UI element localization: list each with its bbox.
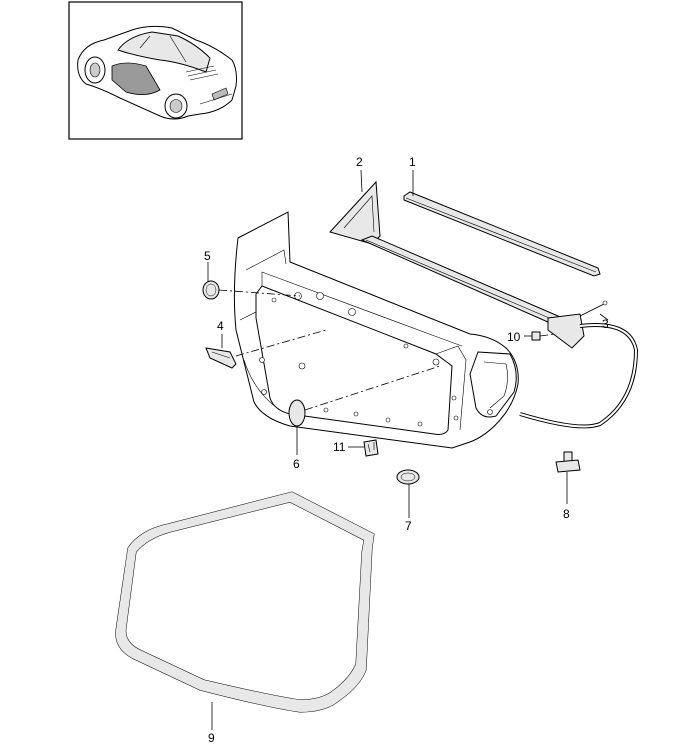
callout-10: 10 bbox=[507, 330, 521, 344]
callout-5: 5 bbox=[204, 249, 211, 263]
callout-2: 2 bbox=[356, 155, 363, 169]
callout-labels: 1 2 3 4 5 6 7 8 9 10 11 bbox=[204, 155, 609, 745]
large-door-seal bbox=[115, 491, 375, 713]
callout-4: 4 bbox=[217, 319, 224, 333]
callout-3: 3 bbox=[602, 317, 609, 331]
door-stopper bbox=[555, 451, 581, 473]
door-clip bbox=[205, 347, 237, 369]
oval-grommet bbox=[396, 469, 420, 485]
bracket bbox=[363, 439, 379, 457]
callout-7: 7 bbox=[405, 519, 412, 533]
callout-8: 8 bbox=[563, 507, 570, 521]
round-plug bbox=[202, 280, 220, 300]
small-clip bbox=[531, 331, 541, 341]
callout-9: 9 bbox=[208, 731, 215, 745]
callout-1: 1 bbox=[409, 155, 416, 169]
door-seal-assembly bbox=[519, 300, 639, 429]
car-thumbnail-icon bbox=[77, 25, 237, 120]
car-thumbnail bbox=[68, 1, 243, 140]
oval-plug bbox=[288, 399, 306, 427]
callout-11: 11 bbox=[333, 440, 346, 454]
callout-6: 6 bbox=[293, 457, 300, 471]
door-frame bbox=[233, 211, 519, 449]
window-seal-strip bbox=[403, 191, 601, 277]
mirror-triangle-cover bbox=[329, 180, 381, 245]
leader-lines bbox=[207, 169, 609, 730]
